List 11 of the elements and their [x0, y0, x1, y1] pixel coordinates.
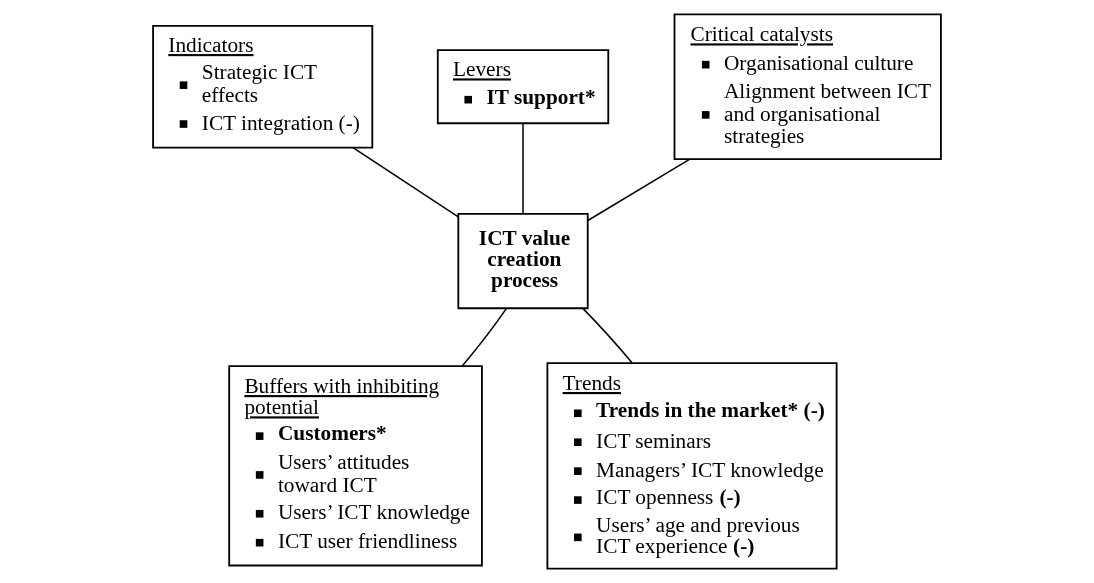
connector — [352, 146, 460, 218]
connector — [582, 307, 633, 364]
node-box: ICT value creation process — [457, 212, 589, 310]
connector — [587, 158, 691, 222]
node-box: Critical catalysts Organisational culture Alignment between ICT and organisational strategies — [673, 13, 942, 160]
node-box: Trends Trends in the market* (-) ICT seminars Managers’ ICT knowledge ICT openness (-) Users’ age and previous ICT experience (-) — [546, 362, 838, 570]
node-box: Indicators Strategic ICT effects ICT integration (-) — [152, 24, 374, 149]
node-box: Buffers with inhibiting potential Customers* Users’ attitudes toward ICT Users’ ICT knowledge ICT user friendliness — [228, 365, 483, 567]
connector — [522, 122, 524, 215]
connector — [461, 307, 508, 367]
node-box: Levers IT support* — [436, 49, 610, 125]
